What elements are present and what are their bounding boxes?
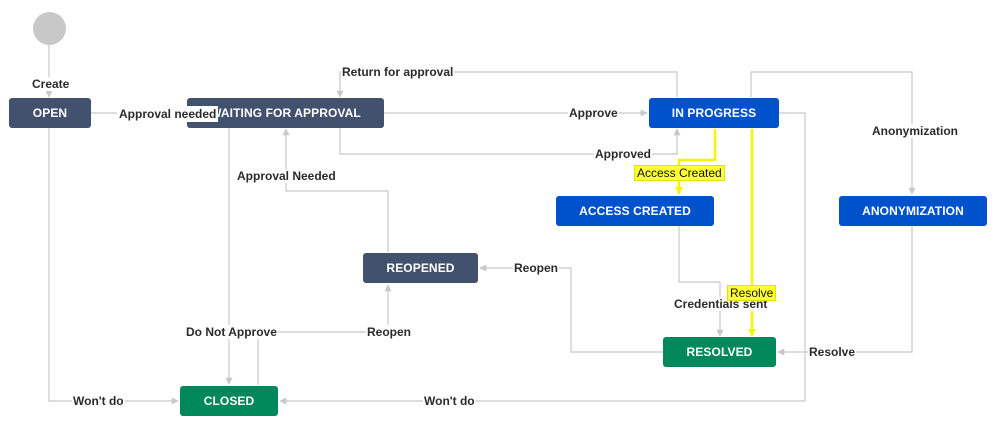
label-approve[interactable]: Approve [568,106,619,120]
edge-return-for-approval [336,71,678,98]
status-anonymization[interactable]: ANONYMIZATION [839,196,987,226]
status-open[interactable]: OPEN [9,98,91,128]
edge-reopen-from-resolved [479,264,663,353]
edge-reopen-from-closed [257,284,392,385]
status-resolved[interactable]: RESOLVED [663,337,776,367]
label-return-for-approval[interactable]: Return for approval [341,65,455,79]
edge-wont-do-from-open [48,128,179,405]
label-approval-needed-2[interactable]: Approval Needed [236,169,337,183]
edge-credentials-sent [678,226,724,337]
label-anonymization[interactable]: Anonymization [871,124,959,138]
label-approved[interactable]: Approved [594,147,653,161]
edge-resolve-from-anonymization [777,226,913,356]
label-wont-do-from-in-progress[interactable]: Won't do [423,394,476,408]
status-reopened[interactable]: REOPENED [363,253,478,283]
edge-approved [339,128,681,155]
edge-wont-do-from-in-progress [279,112,806,405]
label-do-not-approve[interactable]: Do Not Approve [185,325,278,339]
status-closed[interactable]: CLOSED [180,386,278,416]
label-wont-do-from-open[interactable]: Won't do [72,394,125,408]
status-waiting-for-approval[interactable]: WAITING FOR APPROVAL [187,98,384,128]
edge-approval-needed-2 [282,128,389,252]
label-create[interactable]: Create [31,77,71,91]
label-approval-needed[interactable]: Approval needed [117,106,219,122]
edge-access-created [675,129,717,195]
label-resolve-from-in-progress[interactable]: Resolve [727,285,777,301]
label-reopen-from-resolved[interactable]: Reopen [513,261,560,275]
status-access-created[interactable]: ACCESS CREATED [556,196,714,226]
label-resolve-from-anonymization[interactable]: Resolve [808,345,857,359]
label-access-created[interactable]: Access Created [634,165,725,181]
status-in-progress[interactable]: IN PROGRESS [649,98,779,128]
start-node [33,12,66,45]
label-reopen-from-closed[interactable]: Reopen [366,325,413,339]
